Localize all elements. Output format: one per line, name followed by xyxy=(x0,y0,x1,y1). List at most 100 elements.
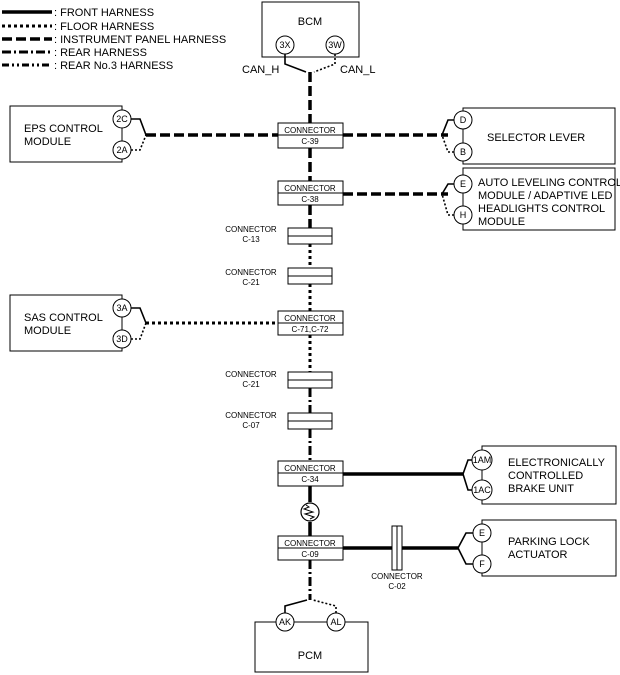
connector-c13-code: C-13 xyxy=(242,235,260,244)
pcm-pin-al-label: AL xyxy=(330,617,341,627)
connector-c02-word: CONNECTOR xyxy=(371,572,423,581)
selector-pin-d-label: D xyxy=(460,115,467,125)
connector-c34-code: C-34 xyxy=(301,475,319,484)
sas-label-line1: SAS CONTROL xyxy=(24,312,103,324)
connector-c09-word: CONNECTOR xyxy=(284,539,336,548)
selector-pin-b-label: B xyxy=(460,147,466,157)
selector-lead-bottom xyxy=(441,134,454,153)
selector-box xyxy=(462,107,616,165)
selector-lever: SELECTOR LEVER D B xyxy=(441,107,616,165)
connector-c34: CONNECTOR C-34 xyxy=(277,460,344,487)
eps-label-line2: MODULE xyxy=(24,136,71,148)
auto-leveling-module: AUTO LEVELING CONTROL MODULE / ADAPTIVE … xyxy=(441,167,620,231)
connector-c21a-word: CONNECTOR xyxy=(225,268,277,277)
connector-c39-code: C-39 xyxy=(301,137,319,146)
sas-pin-3a-label: 3A xyxy=(116,303,127,313)
eps-label-line1: EPS CONTROL xyxy=(24,123,103,135)
pcm-lead-left xyxy=(284,599,308,613)
sas-label-line2: MODULE xyxy=(24,325,71,337)
auto-leveling-line2: MODULE / ADAPTIVE LED xyxy=(478,190,613,202)
connector-c02-code: C-02 xyxy=(388,582,406,591)
connector-c07-word: CONNECTOR xyxy=(225,411,277,420)
auto-leveling-lead-top xyxy=(441,183,454,195)
connector-c21a: CONNECTOR C-21 xyxy=(225,267,333,287)
brake-unit-pin-1am-label: 1AM xyxy=(473,455,492,465)
selector-lead-top xyxy=(441,119,454,136)
pcm-label: PCM xyxy=(298,650,322,662)
parking-line1: PARKING LOCK xyxy=(508,536,590,548)
auto-leveling-line4: MODULE xyxy=(478,216,525,228)
connector-c07: CONNECTOR C-07 xyxy=(225,411,333,430)
pcm-box xyxy=(254,621,369,673)
connector-c71-code: C-71,C-72 xyxy=(292,325,329,334)
brake-unit-pin-1ac-label: 1AC xyxy=(473,485,491,495)
bcm-can-l-lead xyxy=(313,54,336,73)
parking-line2: ACTUATOR xyxy=(508,549,568,561)
eps-lead-bottom xyxy=(131,134,147,151)
can-l-label: CAN_L xyxy=(340,64,375,76)
bcm-can-h-lead xyxy=(284,54,307,73)
pcm-lead-right xyxy=(312,599,337,613)
connector-c13: CONNECTOR C-13 xyxy=(225,225,333,245)
parking-lead-bottom xyxy=(457,547,473,565)
auto-leveling-box xyxy=(462,167,616,231)
auto-leveling-line1: AUTO LEVELING CONTROL xyxy=(478,177,620,189)
brake-unit-line2: CONTROLLED xyxy=(508,470,583,482)
parking-lead-top xyxy=(457,532,473,549)
brake-unit-line3: BRAKE UNIT xyxy=(508,483,574,495)
legend-floor-label: : FLOOR HARNESS xyxy=(54,21,154,33)
connector-c38-word: CONNECTOR xyxy=(284,184,336,193)
connector-c39-word: CONNECTOR xyxy=(284,126,336,135)
brake-unit-line1: ELECTRONICALLY xyxy=(508,457,606,469)
pcm-pin-ak-label: AK xyxy=(279,617,291,627)
brake-unit-box xyxy=(481,445,617,505)
parking-box xyxy=(481,519,617,577)
legend: : FRONT HARNESS : FLOOR HARNESS : INSTRU… xyxy=(2,7,226,72)
sas-control-module: SAS CONTROL MODULE 3A 3D xyxy=(9,294,147,352)
brake-unit-lead-bottom xyxy=(462,473,472,491)
brake-unit-lead-top xyxy=(462,459,472,475)
connector-c71-c72: CONNECTOR C-71,C-72 xyxy=(277,310,344,336)
bcm-label: BCM xyxy=(298,16,322,28)
selector-label: SELECTOR LEVER xyxy=(487,132,585,144)
connector-c13-word: CONNECTOR xyxy=(225,225,277,234)
eps-control-module: EPS CONTROL MODULE 2C 2A xyxy=(9,105,147,163)
connector-c21a-code: C-21 xyxy=(242,278,260,287)
sas-lead-bottom xyxy=(131,322,147,340)
legend-rear3-label: : REAR No.3 HARNESS xyxy=(54,60,173,72)
connector-c21b: CONNECTOR C-21 xyxy=(225,370,333,389)
legend-instrument-label: : INSTRUMENT PANEL HARNESS xyxy=(54,34,226,46)
parking-pin-e-label: E xyxy=(479,528,485,538)
sas-lead-top xyxy=(131,307,147,324)
eps-pin-2a-label: 2A xyxy=(116,145,127,155)
auto-leveling-lead-bottom xyxy=(441,193,454,216)
parking-pin-f-label: F xyxy=(479,559,485,569)
connector-c39: CONNECTOR C-39 xyxy=(277,122,344,149)
legend-front-label: : FRONT HARNESS xyxy=(54,7,154,19)
connector-c38-code: C-38 xyxy=(301,195,319,204)
connector-c02: CONNECTOR C-02 xyxy=(371,525,423,591)
connector-c38: CONNECTOR C-38 xyxy=(277,180,344,206)
bcm-module: BCM 3X 3W CAN_H CAN_L xyxy=(242,1,375,76)
bcm-pin-3x-label: 3X xyxy=(279,40,290,50)
auto-leveling-pin-h-label: H xyxy=(460,210,467,220)
eps-lead-top xyxy=(131,118,147,136)
connector-c21b-word: CONNECTOR xyxy=(225,370,277,379)
terminating-resistor-icon xyxy=(300,502,320,522)
sas-box xyxy=(9,294,123,352)
auto-leveling-pin-e-label: E xyxy=(460,179,466,189)
connector-c21b-code: C-21 xyxy=(242,380,260,389)
legend-rear-label: : REAR HARNESS xyxy=(54,47,147,59)
bcm-pin-3w-label: 3W xyxy=(328,40,342,50)
connector-c71-word: CONNECTOR xyxy=(284,314,336,323)
brake-unit-module: ELECTRONICALLY CONTROLLED BRAKE UNIT 1AM… xyxy=(462,445,617,505)
connector-c34-word: CONNECTOR xyxy=(284,464,336,473)
connector-c09: CONNECTOR C-09 xyxy=(277,535,344,561)
sas-pin-3d-label: 3D xyxy=(116,334,128,344)
can-h-label: CAN_H xyxy=(242,64,279,76)
eps-pin-2c-label: 2C xyxy=(116,114,128,124)
pcm-module: PCM AK AL xyxy=(254,599,369,673)
connector-c09-code: C-09 xyxy=(301,550,319,559)
eps-box xyxy=(9,105,123,163)
parking-lock-actuator: PARKING LOCK ACTUATOR E F xyxy=(457,519,617,577)
